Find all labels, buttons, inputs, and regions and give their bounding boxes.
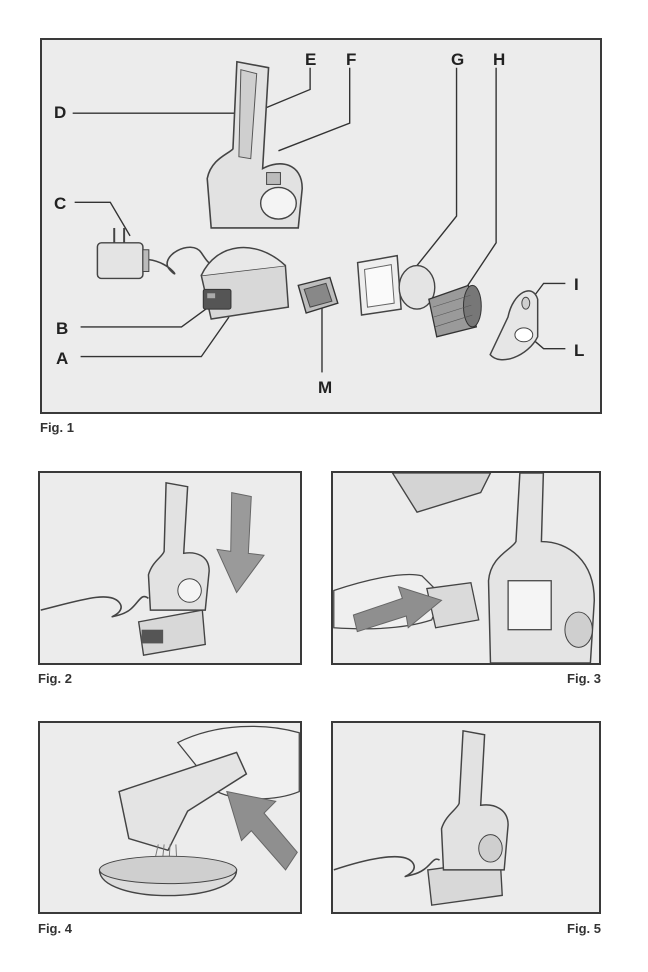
- hopper-icon: [358, 256, 435, 315]
- part-label-m: M: [318, 378, 332, 398]
- figure-4-caption: Fig. 4: [38, 921, 72, 936]
- part-label-i: I: [574, 275, 579, 295]
- part-label-h: H: [493, 50, 505, 70]
- figure-5-illustration: [333, 723, 599, 912]
- down-arrow-icon: [217, 493, 264, 593]
- grater-body-icon: [119, 752, 246, 850]
- cutter-block-icon: [298, 277, 338, 313]
- figure-1-caption: Fig. 1: [40, 420, 74, 435]
- figure-5-caption: Fig. 5: [567, 921, 601, 936]
- grater-body-icon: [442, 731, 509, 870]
- part-label-a: A: [56, 349, 68, 369]
- up-arrow-icon: [227, 792, 298, 870]
- grater-body-icon: [207, 62, 302, 228]
- figure-5-panel: [331, 721, 601, 914]
- part-label-l: L: [574, 341, 584, 361]
- figure-2-illustration: [40, 473, 300, 663]
- charging-base-icon: [139, 610, 206, 655]
- figure-4-panel: [38, 721, 302, 914]
- grater-body-icon: [489, 473, 595, 663]
- charging-base-icon: [201, 248, 288, 319]
- figure-3-panel: [331, 471, 601, 665]
- part-label-c: C: [54, 194, 66, 214]
- figure-3-caption: Fig. 3: [567, 671, 601, 686]
- figure-4-illustration: [40, 723, 300, 912]
- figure-3-illustration: [333, 473, 599, 663]
- part-label-f: F: [346, 50, 356, 70]
- figure-1-illustration: [42, 40, 600, 412]
- figure-1-panel: D E F G H C B A I L M: [40, 38, 602, 414]
- figure-2-panel: [38, 471, 302, 665]
- grater-body-icon: [148, 483, 209, 610]
- part-label-e: E: [305, 50, 316, 70]
- part-label-g: G: [451, 50, 464, 70]
- side-cover-icon: [490, 291, 537, 360]
- figure-2-caption: Fig. 2: [38, 671, 72, 686]
- part-label-b: B: [56, 319, 68, 339]
- part-label-d: D: [54, 103, 66, 123]
- grating-drum-icon: [429, 285, 481, 336]
